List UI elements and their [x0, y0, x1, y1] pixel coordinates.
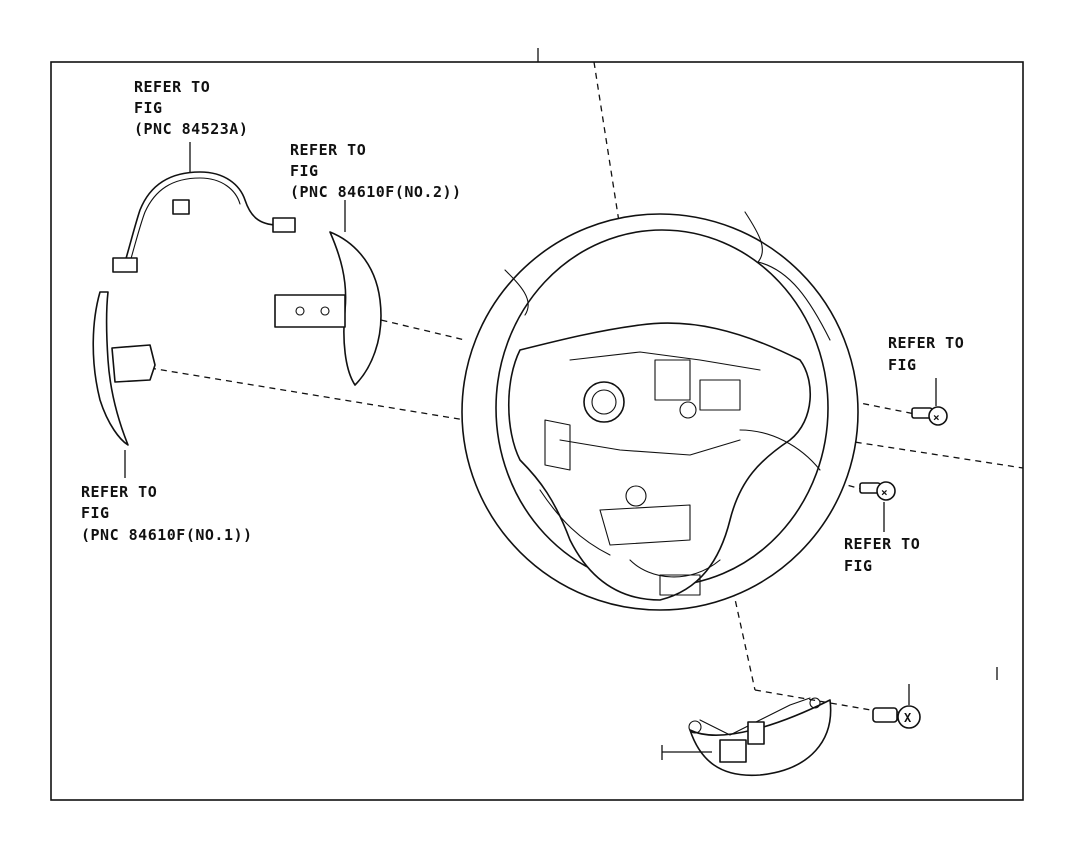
diagram-frame: [50, 61, 1024, 801]
label-paddle-no1-line1: REFER TO: [81, 483, 157, 501]
label-wire-harness: REFER TO FIG (PNC 84523A): [134, 78, 248, 138]
label-paddle-no2-line3: (PNC 84610F(NO.2)): [290, 183, 462, 201]
screw-mid-right: ×: [859, 481, 896, 532]
screw-lower-right: X: [872, 684, 921, 729]
screw-upper-right-mark: ×: [933, 411, 940, 424]
label-paddle-no2-line1: REFER TO: [290, 141, 366, 159]
lower-cover: [661, 697, 832, 777]
label-paddle-no1-line2: FIG: [81, 504, 110, 522]
screw-upper-right: ×: [911, 378, 948, 426]
wire-harness: [112, 142, 296, 273]
label-screw-mid-right-line2: FIG: [844, 557, 873, 575]
paddle-no2: [274, 200, 382, 386]
screw-lower-right-mark: X: [904, 711, 912, 725]
label-wire-harness-line2: FIG: [134, 99, 163, 117]
label-paddle-no1-line3: (PNC 84610F(NO.1)): [81, 526, 253, 544]
label-paddle-no2: REFER TO FIG (PNC 84610F(NO.2)): [290, 141, 462, 201]
label-wire-harness-line1: REFER TO: [134, 78, 210, 96]
screw-mid-right-mark: ×: [881, 486, 888, 499]
label-wire-harness-line3: (PNC 84523A): [134, 120, 248, 138]
label-paddle-no2-line2: FIG: [290, 162, 319, 180]
label-paddle-no1: REFER TO FIG (PNC 84610F(NO.1)): [81, 483, 253, 544]
paddle-no1: [92, 291, 156, 478]
label-screw-mid-right: REFER TO FIG: [844, 535, 920, 575]
label-screw-upper-right-line2: FIG: [888, 356, 917, 374]
steering-wheel: [461, 211, 859, 611]
label-screw-upper-right-line1: REFER TO: [888, 334, 964, 352]
label-screw-mid-right-line1: REFER TO: [844, 535, 920, 553]
label-screw-upper-right: REFER TO FIG: [888, 334, 964, 374]
